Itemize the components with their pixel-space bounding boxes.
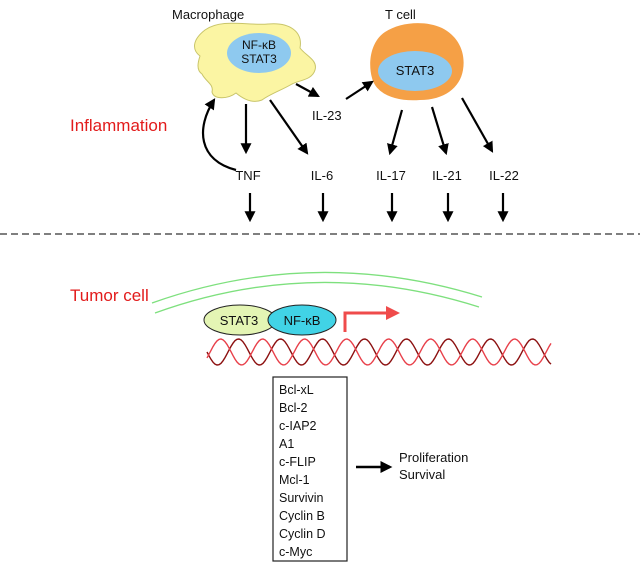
dna-helix [206, 338, 552, 366]
outcome-survival: Survival [399, 467, 445, 482]
macrophage-label: Macrophage [172, 7, 244, 22]
macrophage-nucleus [227, 33, 291, 73]
tumor-membrane-inner [154, 281, 480, 314]
dna-strand-2 [206, 338, 552, 366]
gene-cyclin-b: Cyclin B [279, 509, 325, 523]
arrow-macrophage-to-il23 [295, 83, 320, 98]
gene-bcl-xl: Bcl-xL [279, 383, 314, 397]
macrophage-stat3-label: STAT3 [241, 52, 277, 66]
t-cell-stat3-label: STAT3 [396, 63, 435, 78]
outcome-proliferation: Proliferation [399, 450, 468, 465]
arrow-il23-to-t-cell [345, 80, 374, 100]
gene-c-iap2: c-IAP2 [279, 419, 317, 433]
tumor-stat3-label: STAT3 [220, 313, 259, 328]
inflammation-label: Inflammation [70, 116, 167, 135]
il23-label: IL-23 [312, 108, 342, 123]
gene-a1: A1 [279, 437, 294, 451]
gene-c-flip: c-FLIP [279, 455, 316, 469]
dna-strand-1 [206, 338, 552, 366]
arrow-macrophage-to-il6 [269, 99, 309, 155]
cytokine-tnf: TNF [235, 168, 260, 183]
cytokine-il17: IL-17 [376, 168, 406, 183]
cytokine-il21: IL-21 [432, 168, 462, 183]
gene-mcl-1: Mcl-1 [279, 473, 310, 487]
macrophage-nfkb-label: NF-κB [242, 38, 276, 52]
t-cell-label: T cell [385, 7, 416, 22]
gene-c-myc: c-Myc [279, 545, 312, 559]
gene-survivin: Survivin [279, 491, 324, 505]
arrow-t-cell-to-il22 [461, 97, 494, 153]
tumor-nfkb-label: NF-κB [284, 313, 321, 328]
transcription-start-arrow [343, 311, 388, 332]
arrow-t-cell-to-il17 [387, 109, 404, 156]
cytokine-il6: IL-6 [311, 168, 333, 183]
t-cell-nucleus [378, 51, 452, 91]
transcription-arrowhead [386, 306, 400, 320]
gene-cyclin-d: Cyclin D [279, 527, 326, 541]
tumor-nfkb [267, 304, 337, 336]
arrow-tnf-feedback [201, 98, 237, 172]
gene-bcl-2: Bcl-2 [279, 401, 308, 415]
cytokine-il22: IL-22 [489, 168, 519, 183]
arrow-t-cell-to-il21 [430, 106, 449, 156]
target-genes-box [272, 376, 348, 562]
tumor-cell-label: Tumor cell [70, 286, 149, 305]
tumor-membrane-outer [151, 271, 483, 304]
